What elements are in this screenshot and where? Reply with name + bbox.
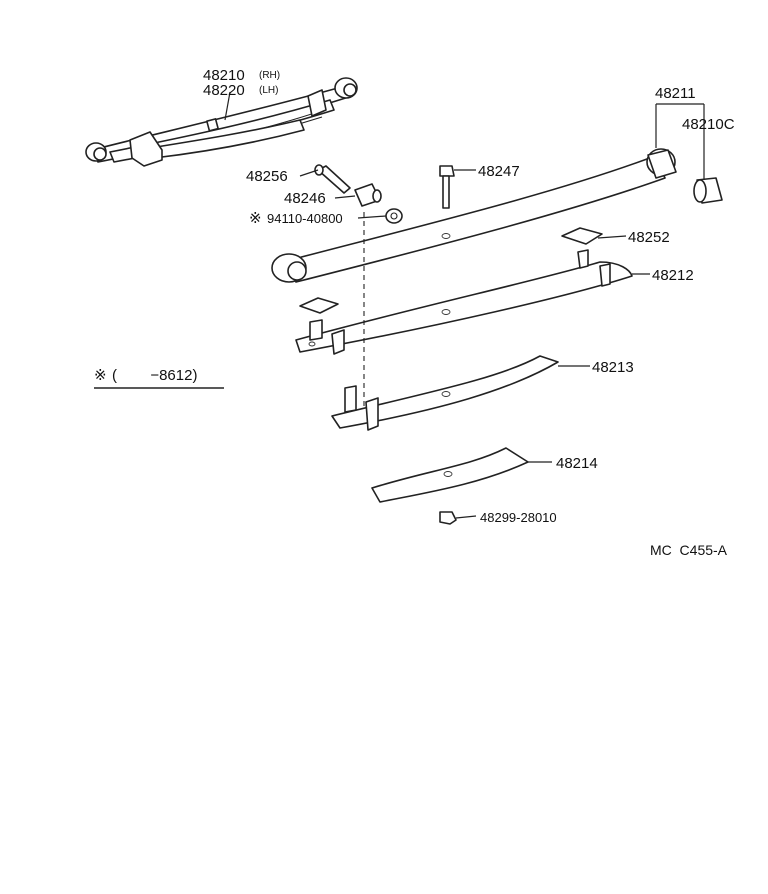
spacer-48246-drawing: [354, 183, 382, 207]
leaf-48212-drawing: [295, 249, 633, 355]
label-48252: 48252: [628, 229, 670, 246]
label-48256: 48256: [246, 168, 288, 185]
nut-48299-drawing: [439, 511, 457, 525]
note-marker-94110: ※: [249, 210, 262, 227]
bolt-48247-drawing: [439, 165, 455, 209]
spring-pad-small-drawing: [299, 297, 339, 314]
label-48212: 48212: [652, 267, 694, 284]
figure-code: MC C455-A: [650, 542, 728, 558]
center-bolt-48256-drawing: [314, 164, 351, 194]
legend-note-marker: ※: [94, 367, 107, 384]
label-48220: 48220: [203, 82, 245, 99]
label-48214: 48214: [556, 455, 598, 472]
label-48213: 48213: [592, 359, 634, 376]
leaf-48214-drawing: [371, 447, 529, 503]
nut-94110-drawing: [385, 208, 403, 224]
label-48210-side: (RH): [259, 70, 280, 81]
label-48210: 48210: [203, 67, 245, 84]
main-leaf-48211-drawing: [271, 148, 677, 283]
label-48299-28010: 48299-28010: [480, 510, 557, 525]
leader-lines: [224, 91, 705, 519]
label-48246: 48246: [284, 190, 326, 207]
label-48210c: 48210C: [682, 116, 735, 133]
bushing-48210c-drawing: [693, 177, 723, 204]
label-48247: 48247: [478, 163, 520, 180]
leaf-48213-drawing: [331, 355, 559, 431]
leaf-spring-assembly-drawing: [85, 77, 358, 167]
label-48211: 48211: [655, 85, 696, 102]
legend-note-text: ( −8612): [112, 367, 197, 384]
spring-pad-48252-drawing: [561, 227, 603, 245]
label-48220-side: (LH): [259, 85, 278, 96]
label-94110-40800: 94110-40800: [267, 211, 343, 226]
